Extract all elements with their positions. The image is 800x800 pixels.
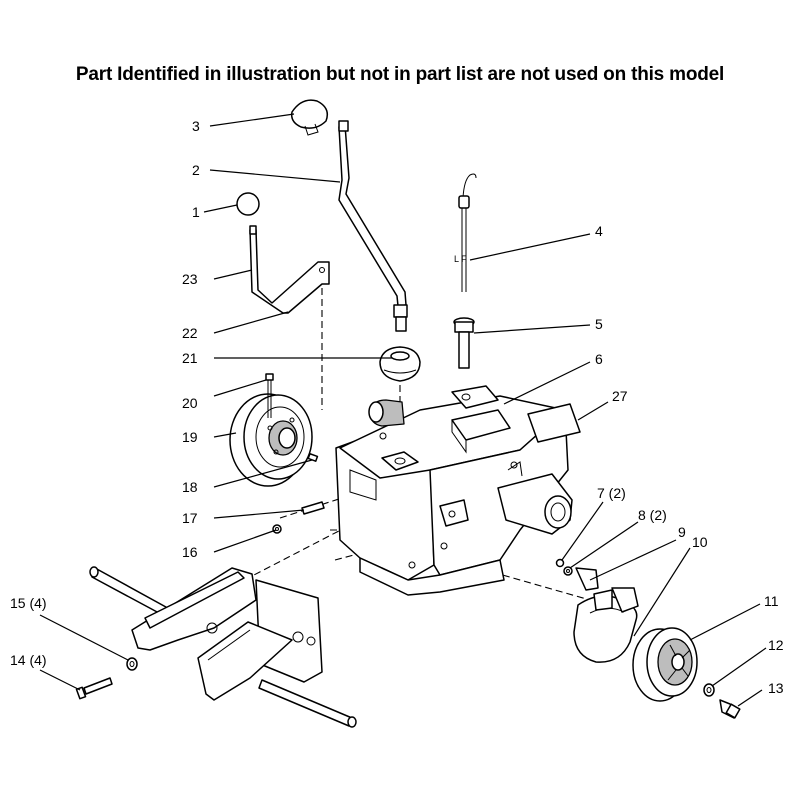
- callout-11: 11: [764, 593, 779, 609]
- callout-10: 10: [692, 534, 708, 550]
- callout-14: 14 (4): [10, 652, 47, 668]
- callout-22: 22: [182, 325, 198, 341]
- frame-washer: [126, 657, 138, 671]
- bracket-screw: [555, 558, 565, 568]
- callout-9: 9: [678, 524, 686, 540]
- callout-13: 13: [768, 680, 784, 696]
- shift-knob: [290, 99, 329, 136]
- callout-17: 17: [182, 510, 198, 526]
- hub-bolt: [719, 699, 741, 719]
- frame-assembly: [89, 566, 357, 728]
- callout-8: 8 (2): [638, 507, 667, 523]
- callout-18: 18: [182, 479, 198, 495]
- callout-7: 7 (2): [597, 485, 626, 501]
- callout-12: 12: [768, 637, 784, 653]
- pulley-key: [307, 453, 319, 462]
- nut: [272, 524, 282, 534]
- callout-15: 15 (4): [10, 595, 47, 611]
- shift-lever: [338, 120, 408, 332]
- callout-6: 6: [595, 351, 603, 367]
- callout-19: 19: [182, 429, 198, 445]
- brake-bracket: [575, 567, 599, 591]
- lever-ball: [236, 192, 260, 216]
- callout-4: 4: [595, 223, 603, 239]
- callout-23: 23: [182, 271, 198, 287]
- dipstick-letters: L F: [454, 254, 467, 264]
- speed-lever: [249, 225, 330, 314]
- leader-lines: [39, 113, 767, 707]
- callout-5: 5: [595, 316, 603, 332]
- callout-labels: 3 2 1 23 22 21 20 19 18 17 16 15 (4) 14 …: [10, 118, 784, 696]
- belt-band: [573, 587, 639, 663]
- transmission-housing: [335, 385, 573, 596]
- dipstick-tube: [453, 317, 475, 369]
- callout-16: 16: [182, 544, 198, 560]
- pulley-bolt: [265, 373, 274, 418]
- decal: [527, 403, 581, 443]
- callout-20: 20: [182, 395, 198, 411]
- callout-27: 27: [612, 388, 628, 404]
- callout-1: 1: [192, 204, 200, 220]
- wheel-hub: [632, 627, 698, 702]
- set-screw: [301, 501, 325, 515]
- hub-washer: [703, 683, 715, 697]
- pulley: [229, 393, 313, 487]
- diagram-title: Part Identified in illustration but not …: [75, 64, 725, 85]
- callout-3: 3: [192, 118, 200, 134]
- dipstick: L F: [454, 173, 477, 292]
- callout-2: 2: [192, 162, 200, 178]
- frame-bolt: [75, 677, 113, 700]
- callout-21: 21: [182, 350, 198, 366]
- bracket-washer: [563, 566, 573, 576]
- shift-boot: [379, 346, 421, 382]
